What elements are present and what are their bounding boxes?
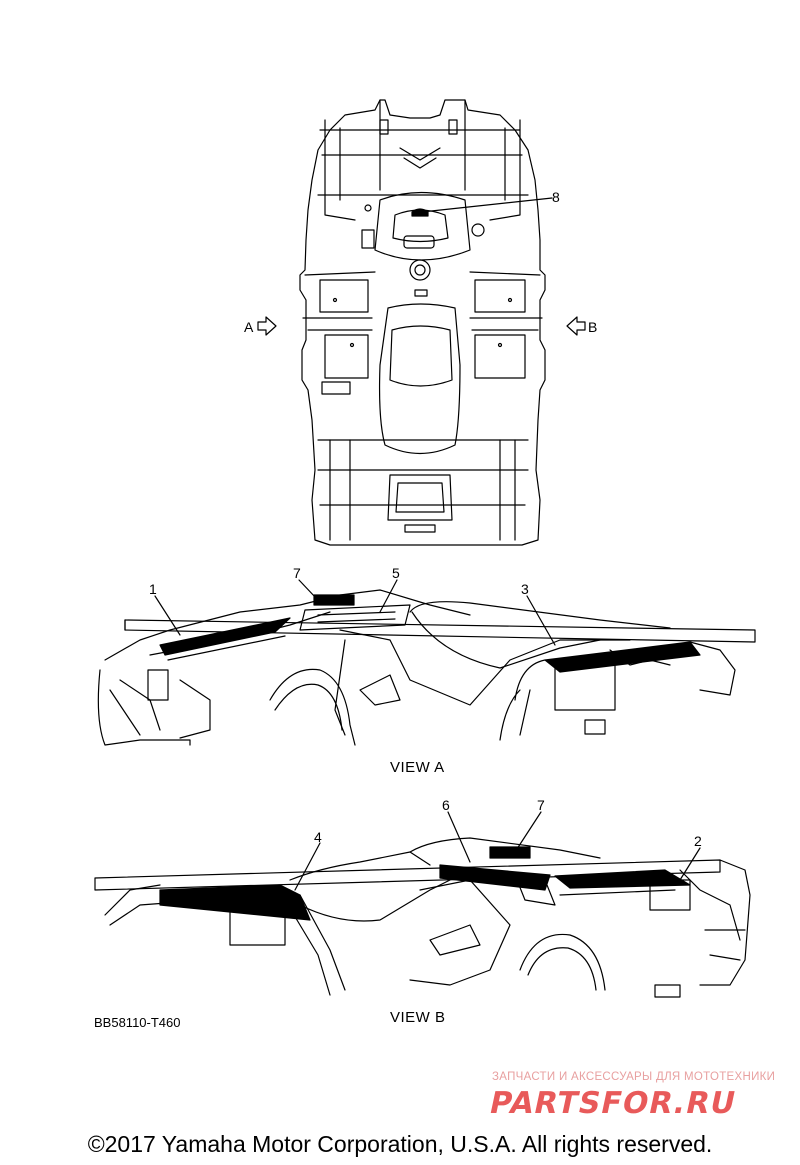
arrow-b-label: B: [588, 319, 598, 335]
callout-8: 8: [552, 189, 560, 205]
view-b-label: VIEW B: [390, 1009, 446, 1026]
watermark-logo: PARTSFOR.RU: [486, 1086, 740, 1121]
atv-view-b: [94, 811, 751, 998]
arrow-a-label: A: [244, 319, 254, 335]
atv-view-a: [97, 579, 756, 746]
callout-2: 2: [694, 833, 702, 849]
view-a-marker: A: [244, 319, 253, 335]
view-a-label: VIEW A: [390, 759, 445, 776]
view-b-marker: B: [588, 319, 597, 335]
callout-4: 4: [314, 829, 322, 845]
callout-6: 6: [442, 797, 450, 813]
copyright-notice: ©2017 Yamaha Motor Corporation, U.S.A. A…: [87, 1131, 713, 1157]
arrow-b-icon: [566, 316, 586, 336]
atv-top-view: [299, 99, 553, 546]
callout-1: 1: [149, 581, 157, 597]
callout-5: 5: [392, 565, 400, 581]
callout-7a: 7: [293, 565, 301, 581]
diagram-code: BB58110-T460: [94, 1015, 181, 1030]
watermark-tagline: ЗАПЧАСТИ И АКСЕССУАРЫ ДЛЯ МОТОТЕХНИКИ: [492, 1071, 776, 1083]
callout-3: 3: [521, 581, 529, 597]
arrow-a-icon: [257, 316, 277, 336]
callout-7b: 7: [537, 797, 545, 813]
